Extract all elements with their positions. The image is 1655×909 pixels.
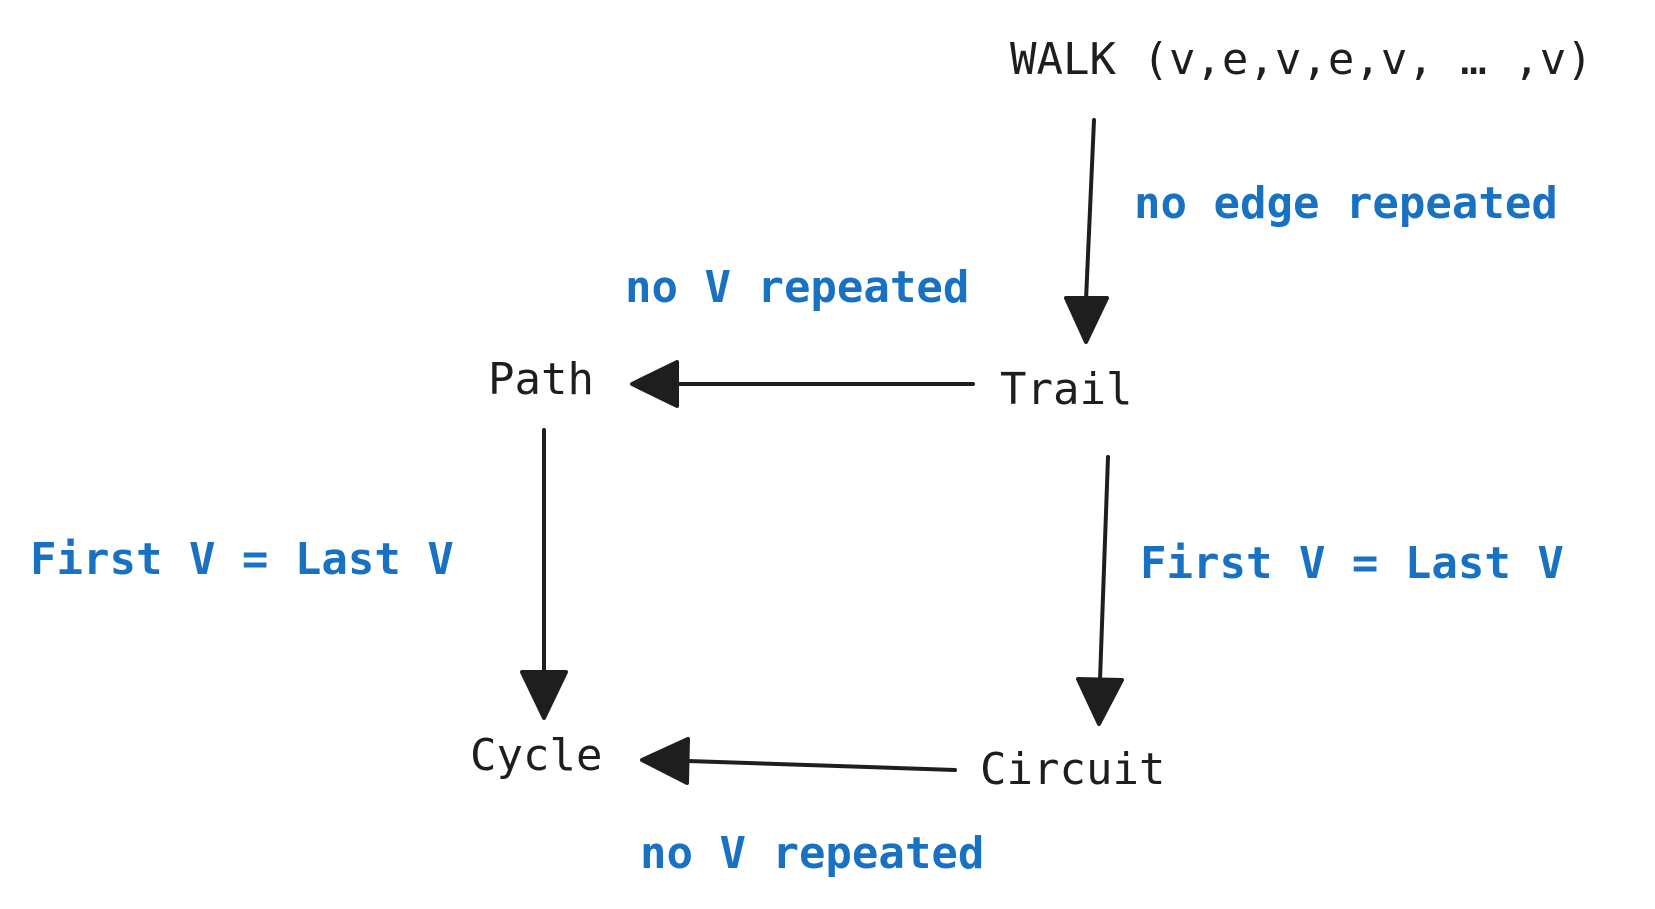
node-path: Path [488,354,594,405]
node-cycle: Cycle [470,730,603,781]
label-path-to-cycle: First V = Last V [30,534,454,585]
arrow-path-to-cycle [520,428,568,720]
label-walk-to-trail: no edge repeated [1134,178,1558,229]
arrow-circuit-to-cycle [640,737,957,785]
arrow-trail-to-path [630,360,975,408]
node-walk: WALK (v,e,v,e,v, … ,v) [1010,34,1593,85]
label-trail-to-path: no V repeated [625,262,970,313]
node-trail: Trail [1000,364,1133,415]
arrow-trail-to-circuit [1076,455,1124,726]
label-circuit-to-cycle: no V repeated [640,828,985,879]
label-trail-to-circuit: First V = Last V [1140,538,1564,589]
node-circuit: Circuit [980,744,1166,795]
arrow-walk-to-trail [1064,118,1109,344]
